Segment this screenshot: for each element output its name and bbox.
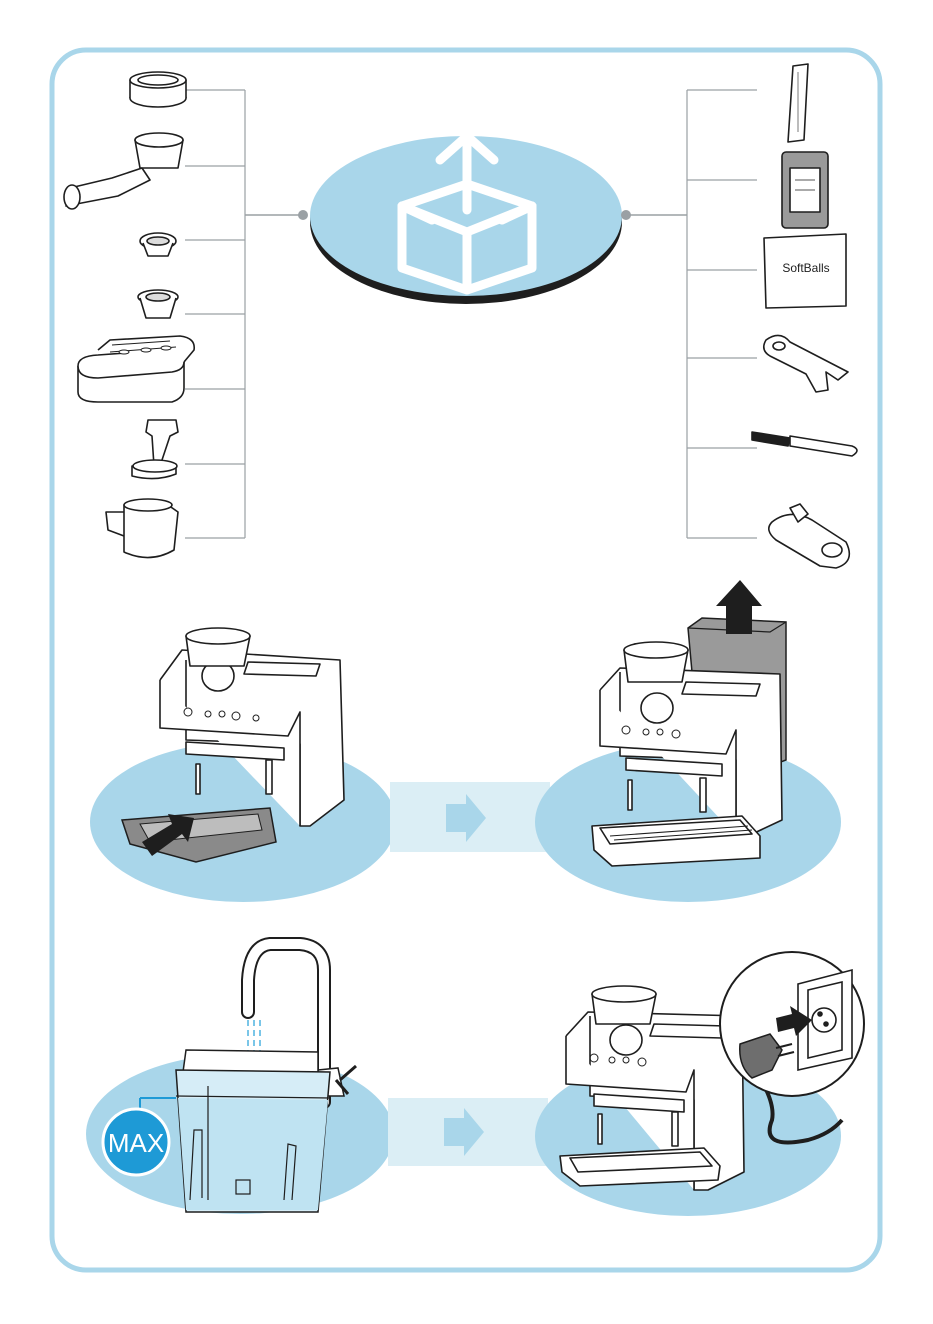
softballs-label: SoftBalls <box>782 261 829 275</box>
step-arrow-1 <box>390 782 550 852</box>
max-label: MAX <box>108 1128 164 1158</box>
softballs-bag-icon: SoftBalls <box>764 234 846 308</box>
double-filter-basket-icon <box>138 290 178 318</box>
bean-hopper-lid-icon <box>130 72 186 107</box>
step-arrow-2 <box>388 1098 548 1166</box>
water-filter-pack-icon <box>782 152 828 228</box>
